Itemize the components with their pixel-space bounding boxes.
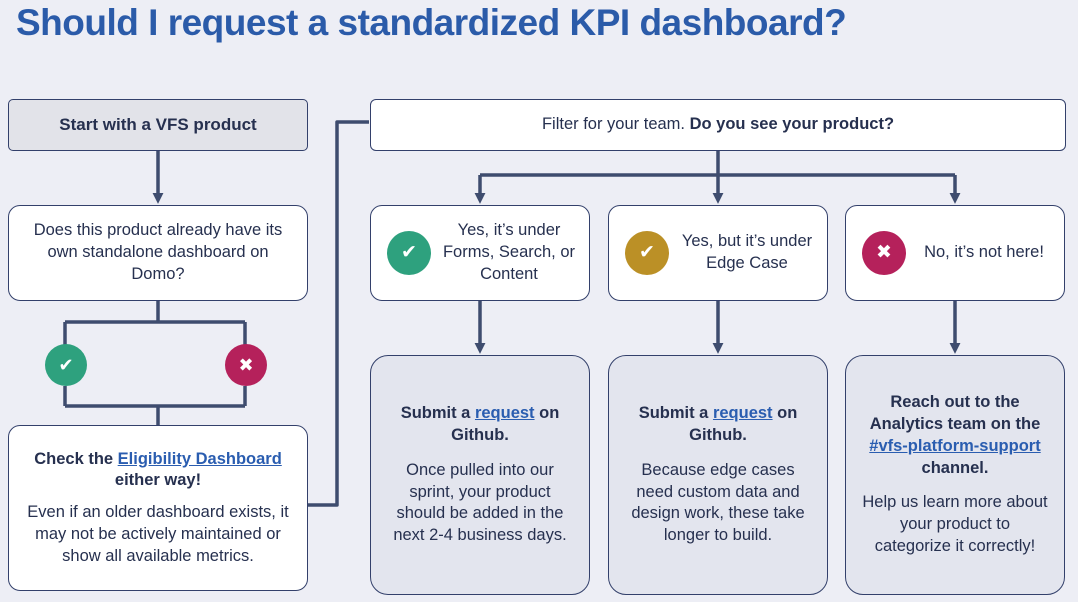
result-heading: Submit a request on Github. [638, 404, 798, 444]
option-node-edge-case: ✔ Yes, but it’s under Edge Case [608, 205, 828, 301]
x-icon: ✖ [238, 354, 254, 375]
eligibility-body: Even if an older dashboard exists, it ma… [27, 503, 289, 565]
eligibility-heading-prefix: Check the [34, 449, 118, 468]
github-request-link[interactable]: request [474, 404, 535, 423]
filter-question-bold: Do you see your product? [689, 115, 895, 134]
filter-question-text: Filter for your team. Do you see your pr… [542, 114, 894, 136]
result-heading: Submit a request on Github. [400, 404, 560, 444]
result-body: Help us learn more about your product to… [862, 493, 1048, 555]
no-x-icon: ✖ [225, 344, 267, 386]
domo-question-node: Does this product already have its own s… [8, 205, 308, 301]
option-node-forms-search-content: ✔ Yes, it’s under Forms, Search, or Cont… [370, 205, 590, 301]
eligibility-heading: Check the Eligibility Dashboard either w… [23, 449, 293, 493]
result-node-github-request-2: Submit a request on Github. Because edge… [608, 355, 828, 595]
start-node: Start with a VFS product [8, 99, 308, 151]
option-node-not-here: ✖ No, it’s not here! [845, 205, 1065, 301]
yes-check-icon: ✔ [45, 344, 87, 386]
result-node-analytics-team: Reach out to the Analytics team on the #… [845, 355, 1065, 595]
page-title: Should I request a standardized KPI dash… [16, 2, 847, 43]
github-request-link[interactable]: request [712, 404, 773, 423]
result-body: Once pulled into our sprint, your produc… [393, 460, 567, 545]
filter-question-normal: Filter for your team. [541, 115, 690, 134]
option-label: Yes, it’s under Forms, Search, or Conten… [442, 221, 576, 283]
check-icon: ✔ [625, 231, 669, 275]
filter-question-node: Filter for your team. Do you see your pr… [370, 99, 1066, 151]
result-heading: Reach out to the Analytics team on the #… [869, 393, 1041, 477]
check-icon: ✔ [58, 354, 74, 375]
eligibility-node: Check the Eligibility Dashboard either w… [8, 425, 308, 591]
option-label: Yes, but it’s under Edge Case [681, 232, 813, 272]
domo-question-text: Does this product already have its own s… [33, 221, 283, 283]
eligibility-dashboard-link[interactable]: Eligibility Dashboard [117, 449, 282, 468]
option-label: No, it’s not here! [924, 243, 1044, 262]
check-icon: ✔ [387, 231, 431, 275]
slack-channel-link[interactable]: #vfs-platform-support [869, 436, 1041, 455]
x-icon: ✖ [862, 231, 906, 275]
start-node-label: Start with a VFS product [59, 114, 257, 134]
eligibility-heading-suffix: either way! [114, 471, 202, 490]
result-node-github-request-1: Submit a request on Github. Once pulled … [370, 355, 590, 595]
result-body: Because edge cases need custom data and … [631, 460, 805, 545]
